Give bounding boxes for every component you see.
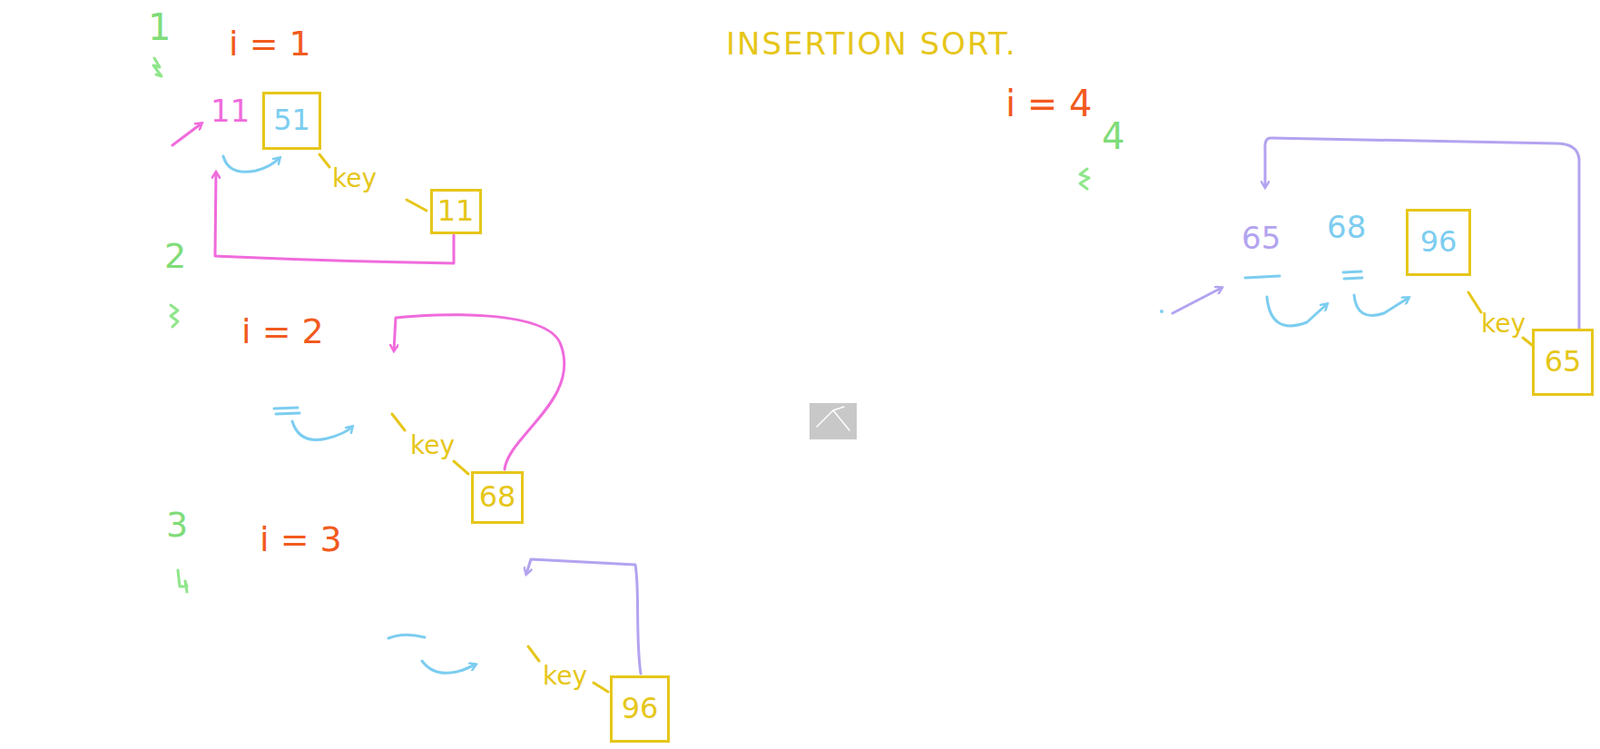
value-box: 11 [430,188,482,235]
value-box: 68 [471,471,524,524]
box-value: 65 [1544,345,1582,378]
index-label: i = 1 [228,23,312,64]
key-tick [453,461,469,474]
key-tick [593,682,609,692]
thumbnail-image [809,402,857,440]
key-tick [319,154,330,167]
box-value: 96 [1420,225,1458,258]
key-label: key [332,163,377,194]
key-label: key [542,660,588,691]
pointer-arrow [1172,287,1222,314]
value-box: 96 [1405,208,1472,276]
box-value: 96 [621,692,659,725]
key-label-wrap: key [410,431,455,461]
key-label: key [1481,308,1526,339]
key-tick [1522,337,1532,345]
dash-mark [1245,275,1280,278]
shift-arrow [422,660,476,673]
title-wrap: INSERTION SORT. [726,27,1018,61]
green-squiggle [153,58,162,77]
value-label: 68 [1326,208,1366,246]
insert-arrow [1265,137,1580,329]
value-box: 65 [1531,328,1594,396]
key-tick [392,413,405,431]
thumbnail-lines [816,406,850,431]
value-box: 96 [609,675,670,743]
value-label: 11 [210,92,250,129]
index-label-wrap: i = 2 [241,313,324,352]
value-label-wrap: 11 [210,94,250,128]
step-number: 2 [164,235,187,276]
step-number: 1 [147,6,171,49]
shift-arrow [1266,296,1327,326]
value-label: 65 [1241,219,1281,256]
value-box: 51 [262,91,322,150]
index-label-wrap: i = 4 [1005,83,1093,124]
key-tick [1468,292,1482,313]
index-label-wrap: i = 1 [228,25,312,64]
key-tick [406,199,427,211]
key-label-wrap: key [332,165,377,194]
key-label-wrap: key [1481,310,1526,339]
index-label: i = 4 [1005,82,1093,125]
step-number: 3 [166,504,188,545]
shift-arrow [292,421,353,440]
green-squiggle [177,569,187,592]
box-value: 51 [273,104,311,137]
dash-mark [274,407,300,414]
key-label-wrap: key [542,662,588,691]
pointer-arrow [172,123,202,146]
dot-mark [1159,309,1164,314]
key-label: key [410,430,455,461]
insert-arrow [526,559,641,674]
value-label-wrap: 65 [1241,221,1281,256]
dash-mark [1343,271,1363,279]
index-label-wrap: i = 3 [259,520,343,560]
dash-mark [388,634,425,639]
step-number-wrap: 2 [164,237,187,276]
step-number-wrap: 3 [166,506,188,545]
step-number-wrap: 4 [1101,116,1125,157]
insert-arrow [393,314,565,470]
diagram-title: INSERTION SORT. [726,25,1018,62]
step-number: 4 [1101,115,1125,158]
index-label: i = 2 [241,311,324,352]
box-value: 68 [479,480,517,513]
value-label-wrap: 68 [1326,210,1366,245]
index-label: i = 3 [259,519,343,560]
green-squiggle [1079,168,1090,189]
step-number-wrap: 1 [147,7,171,48]
key-tick [528,646,540,661]
green-squiggle [170,304,178,327]
shift-arrow [1354,294,1409,316]
shift-arrow [223,156,280,172]
box-value: 11 [437,195,475,227]
